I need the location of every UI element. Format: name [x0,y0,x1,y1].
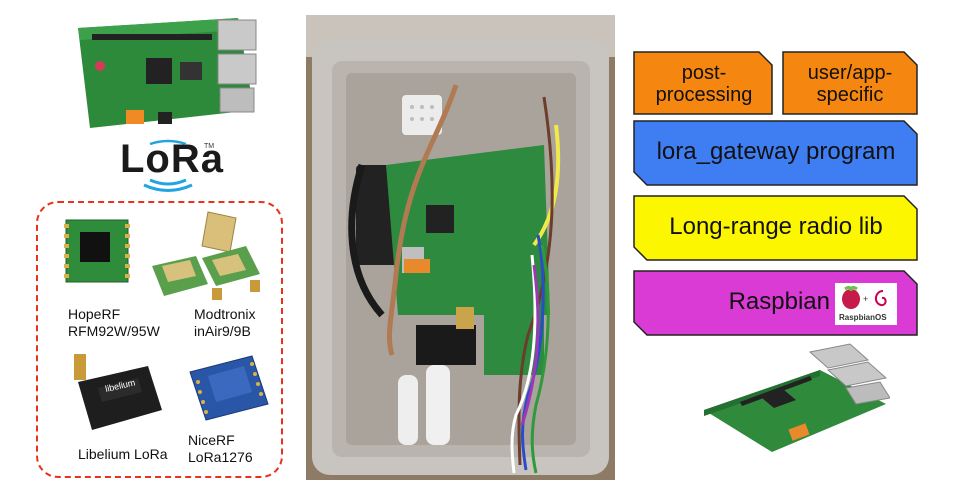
nicerf-module-image [189,355,269,421]
raspbian-os-logo: + RaspbianOS [835,283,897,325]
hoperf-label: HopeRF RFM92W/95W [68,306,160,339]
lora-gateway-program-layer [633,120,918,186]
gateway-enclosure-photo [306,15,615,480]
modtronix-label: Modtronix inAir9/9B [194,306,256,339]
raspberry-pi-board-image [78,18,257,128]
lora-logo-text: LoRa [120,138,224,181]
raspbian-label: Raspbian [728,288,830,315]
long-range-radio-lib-layer [633,195,918,261]
raspberry-pi-board-image-2 [704,343,890,452]
post-processing-layer [633,51,773,115]
lora-logo: LoRa TM [120,138,224,192]
libelium-label: Libelium LoRa [78,446,168,462]
svg-text:+: + [863,294,868,304]
raspbian-os-logo-text: RaspbianOS [839,313,887,322]
libelium-module-image: libelium [74,354,162,430]
modtronix-module-image [152,211,260,300]
post-processing-label: post- processing [655,62,753,106]
nicerf-label: NiceRF LoRa1276 [188,432,253,465]
hoperf-module-image [64,219,130,283]
lora-gateway-program-label: lora_gateway program [656,138,896,165]
lora-logo-tm: TM [204,143,214,150]
user-app-specific-layer [782,51,918,115]
user-app-specific-label: user/app- specific [807,62,893,106]
radio-modules-box [36,201,283,478]
long-range-radio-lib-label: Long-range radio lib [669,213,883,240]
